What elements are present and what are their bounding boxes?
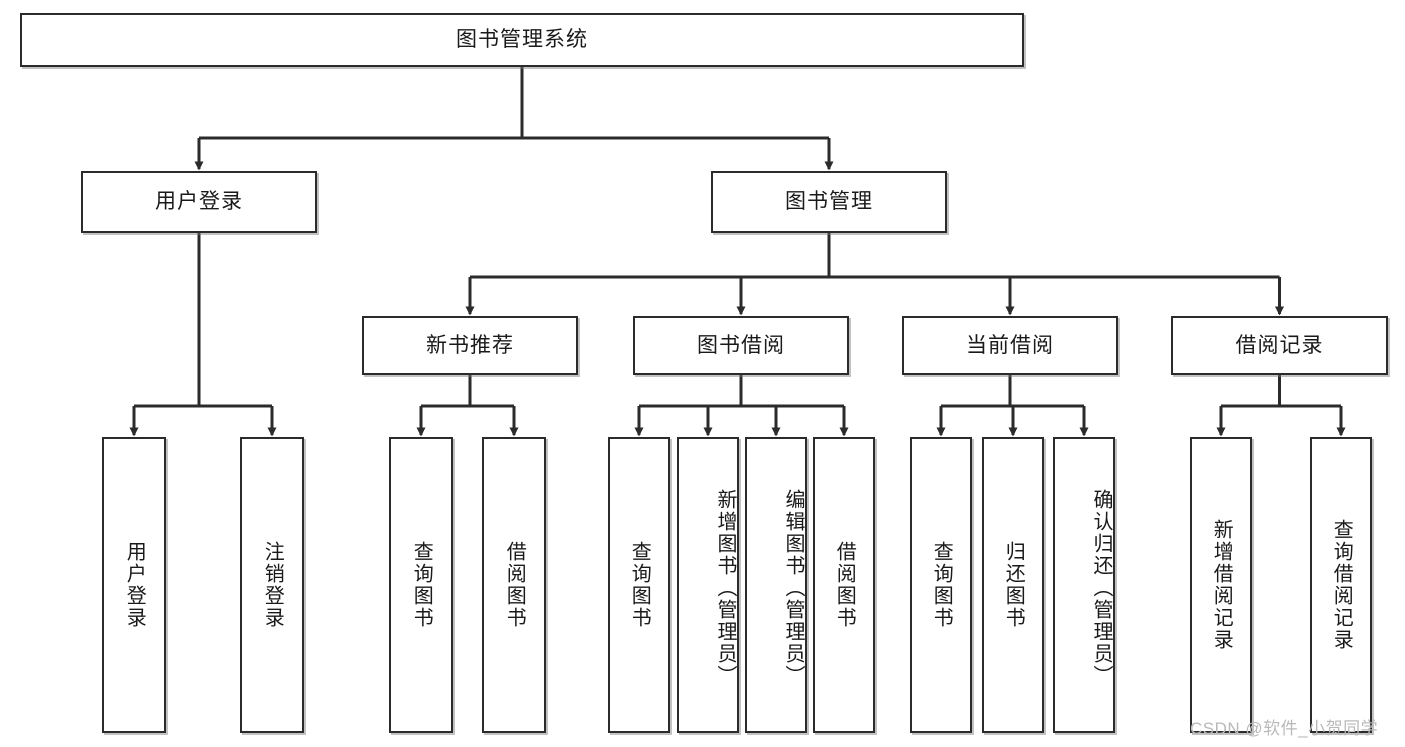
- node-label-borrow-add-book: 新增图书（管理员）: [714, 489, 736, 687]
- node-new-book-recommend[interactable]: 新书推荐: [362, 316, 578, 375]
- node-current-query-book[interactable]: 查询图书: [910, 437, 972, 733]
- node-label-borrow-query-book: 查询图书: [628, 541, 651, 629]
- node-recommend-query-book[interactable]: 查询图书: [389, 437, 453, 733]
- node-current-confirm-return[interactable]: 确认归还（管理员）: [1053, 437, 1115, 733]
- node-label-current-return-book: 归还图书: [1002, 541, 1025, 629]
- node-label-user-login: 用户登录: [155, 190, 243, 214]
- node-label-current-query-book: 查询图书: [930, 541, 953, 629]
- node-root[interactable]: 图书管理系统: [20, 13, 1024, 67]
- node-label-recommend-borrow-book: 借阅图书: [503, 541, 526, 629]
- node-label-book-borrow: 图书借阅: [697, 333, 785, 357]
- node-label-leaf-user-logout: 注销登录: [261, 541, 284, 629]
- node-borrow-borrow-book[interactable]: 借阅图书: [813, 437, 875, 733]
- node-label-recommend-query-book: 查询图书: [410, 541, 433, 629]
- node-record-add[interactable]: 新增借阅记录: [1190, 437, 1252, 733]
- node-label-borrow-record: 借阅记录: [1235, 333, 1324, 357]
- node-label-leaf-user-login: 用户登录: [123, 541, 146, 629]
- node-label-new-book-recommend: 新书推荐: [426, 333, 514, 357]
- node-current-borrow[interactable]: 当前借阅: [902, 316, 1118, 375]
- node-recommend-borrow-book[interactable]: 借阅图书: [482, 437, 546, 733]
- node-label-current-confirm-return: 确认归还（管理员）: [1090, 489, 1112, 687]
- watermark-text: CSDN @软件_小贺同学: [1190, 719, 1379, 738]
- node-user-login[interactable]: 用户登录: [81, 171, 317, 233]
- node-record-query[interactable]: 查询借阅记录: [1310, 437, 1372, 733]
- node-borrow-add-book[interactable]: 新增图书（管理员）: [677, 437, 739, 733]
- node-borrow-edit-book[interactable]: 编辑图书（管理员）: [745, 437, 807, 733]
- node-label-record-add: 新增借阅记录: [1210, 519, 1233, 651]
- node-label-borrow-edit-book: 编辑图书（管理员）: [782, 489, 804, 687]
- node-borrow-record[interactable]: 借阅记录: [1171, 316, 1388, 375]
- node-label-borrow-borrow-book: 借阅图书: [833, 541, 856, 629]
- node-book-manage[interactable]: 图书管理: [711, 171, 947, 233]
- node-label-book-manage: 图书管理: [785, 190, 873, 214]
- node-label-record-query: 查询借阅记录: [1330, 519, 1353, 651]
- node-label-root: 图书管理系统: [456, 28, 588, 52]
- node-borrow-query-book[interactable]: 查询图书: [608, 437, 670, 733]
- node-leaf-user-login[interactable]: 用户登录: [102, 437, 166, 733]
- node-leaf-user-logout[interactable]: 注销登录: [240, 437, 304, 733]
- node-label-current-borrow: 当前借阅: [966, 333, 1054, 357]
- node-current-return-book[interactable]: 归还图书: [982, 437, 1044, 733]
- node-book-borrow[interactable]: 图书借阅: [633, 316, 849, 375]
